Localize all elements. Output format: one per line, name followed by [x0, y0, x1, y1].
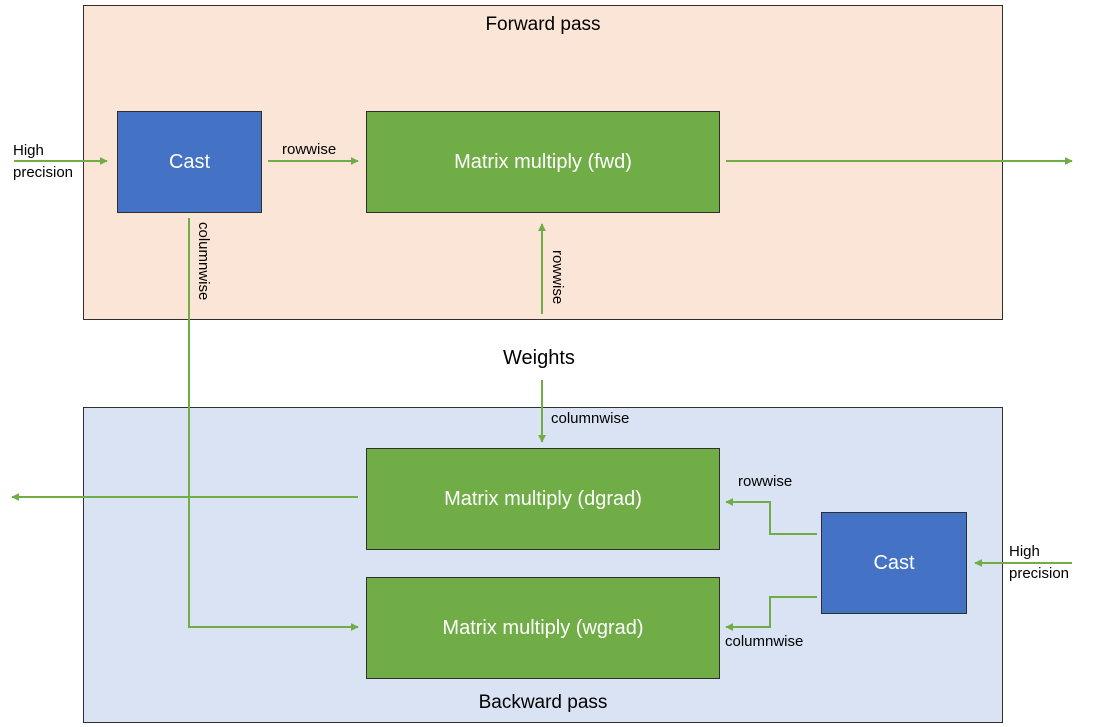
matmul-fwd-label: Matrix multiply (fwd): [454, 150, 632, 173]
edge-label-weights-rowwise: rowwise: [549, 250, 566, 305]
backward-cast-box: Cast: [821, 512, 967, 614]
forward-input-label-line1: High: [13, 142, 44, 159]
edge-label-cast-to-fwd: rowwise: [282, 141, 337, 158]
matmul-dgrad-label: Matrix multiply (dgrad): [444, 487, 642, 510]
edge-label-bwd-rowwise: rowwise: [738, 473, 793, 490]
forward-cast-label: Cast: [168, 150, 211, 173]
forward-input-label-line2: precision: [13, 164, 74, 181]
matmul-dgrad-box: Matrix multiply (dgrad): [366, 448, 720, 550]
forward-pass-title: Forward pass: [485, 14, 601, 35]
arrow-cast-to-wgrad: [188, 218, 359, 631]
backward-input-label-line1: High: [1009, 543, 1040, 560]
edge-label-cast-columnwise: columnwise: [195, 222, 212, 301]
matmul-wgrad-box: Matrix multiply (wgrad): [366, 577, 720, 679]
weights-label: Weights: [503, 347, 575, 369]
edge-label-weights-columnwise: columnwise: [551, 410, 630, 427]
matmul-wgrad-label: Matrix multiply (wgrad): [442, 616, 644, 639]
arrow-bwd-cast-to-wgrad: [725, 596, 817, 631]
forward-cast-box: Cast: [117, 111, 262, 213]
arrow-bwd-cast-to-dgrad: [725, 498, 817, 535]
backward-cast-label: Cast: [873, 551, 915, 574]
backward-pass-title: Backward pass: [478, 692, 608, 713]
forward-input-label: High precision: [13, 140, 73, 184]
matmul-fwd-box: Matrix multiply (fwd): [366, 111, 720, 213]
edge-label-bwd-columnwise: columnwise: [725, 633, 804, 650]
backward-input-label: High precision: [1009, 541, 1069, 585]
backward-input-label-line2: precision: [1009, 565, 1070, 582]
